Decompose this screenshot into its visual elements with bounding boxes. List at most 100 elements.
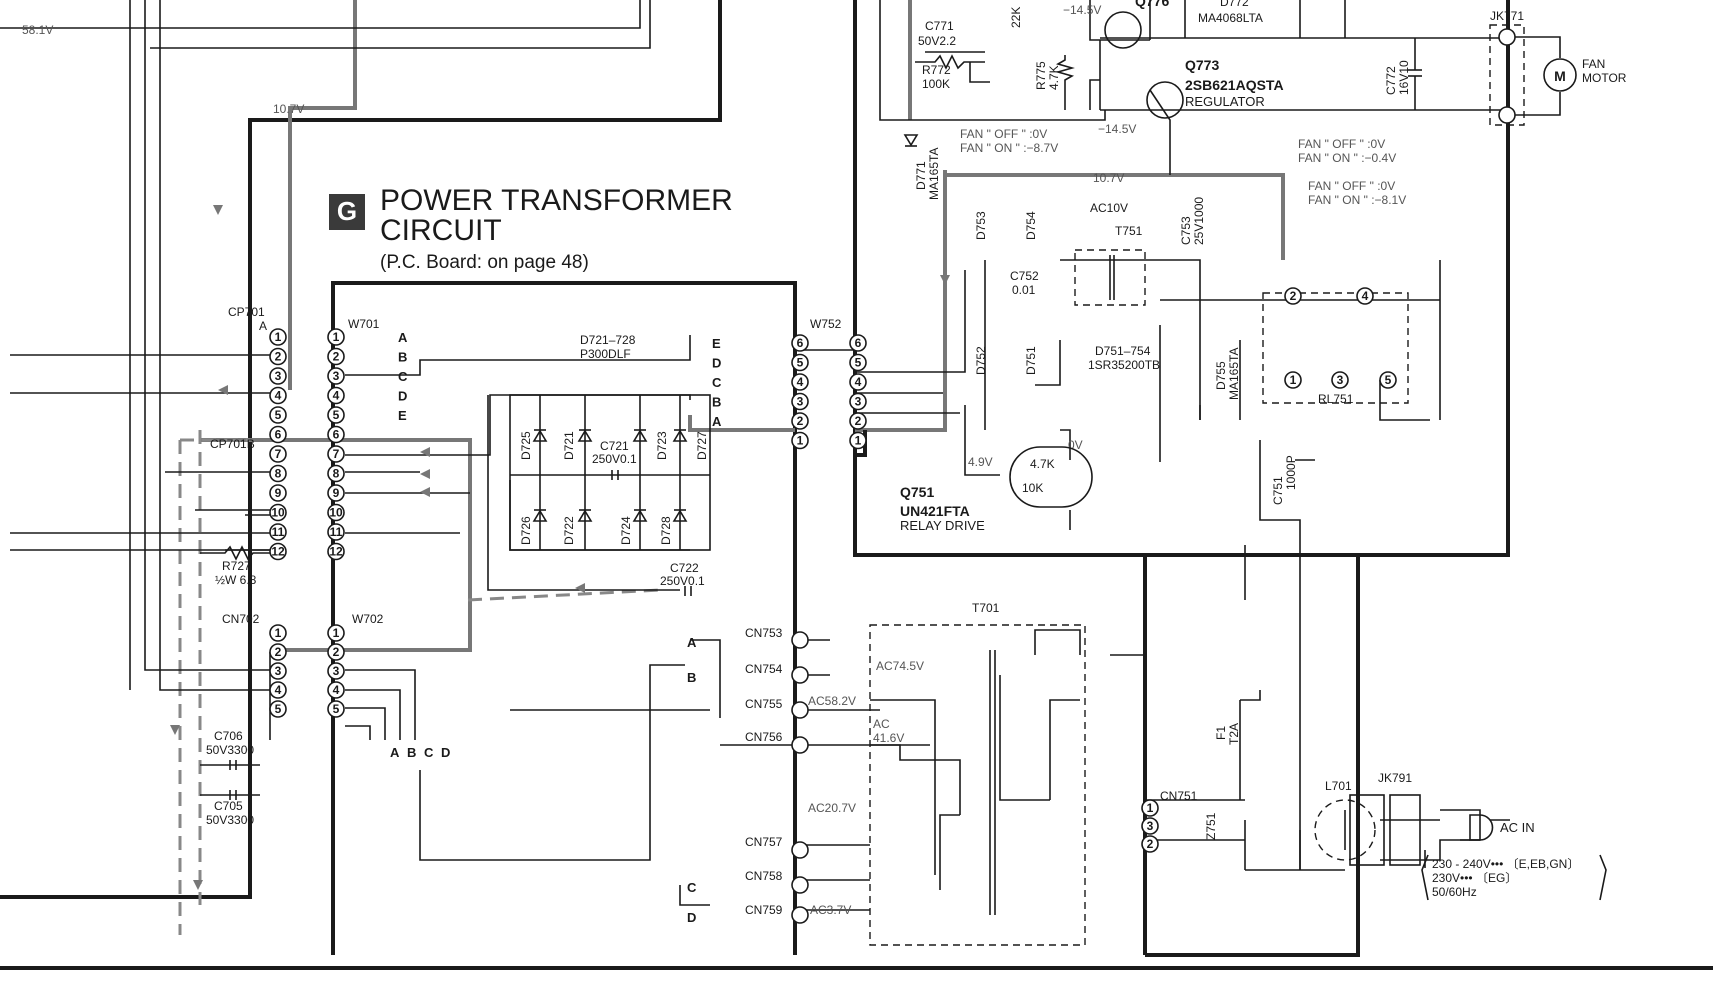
q776-transistor <box>1104 11 1142 49</box>
cp701a-pin-10-circle <box>269 503 287 522</box>
bridge-diode-6 <box>577 509 593 522</box>
rl751-pin-1-circle <box>1284 371 1302 389</box>
w701-pin-1-number: 1 <box>333 330 340 344</box>
w701-pin-11-circle <box>327 523 345 541</box>
c722-label: C722 <box>670 561 699 575</box>
d721728-label: D721–728 <box>580 333 636 347</box>
w701-pin-6-circle <box>327 425 345 444</box>
title-block: G POWER TRANSFORMER CIRCUIT (P.C. Board:… <box>329 184 733 273</box>
c721-label: C721 <box>600 439 629 453</box>
w701-pin-10-circle <box>327 503 345 522</box>
w752-tag-A: A <box>712 414 722 429</box>
rl751-pin-2-number: 2 <box>1290 289 1297 303</box>
d755-value: MA165TA <box>1227 348 1241 400</box>
cn757-pin <box>791 841 809 859</box>
d721728-value: P300DLF <box>580 347 631 361</box>
cp701a-pin-4-circle <box>269 386 287 405</box>
fan-motor-symbol: M <box>1554 68 1566 84</box>
rl751-pin-5-circle <box>1379 371 1397 389</box>
cp701a-pin-12-number: 12 <box>271 545 285 559</box>
d772-value: MA4068LTA <box>1198 11 1263 25</box>
z751-label: Z751 <box>1204 812 1218 840</box>
flow-arrows <box>170 205 950 890</box>
cn755-label: CN755 <box>745 697 783 711</box>
w701-pin-9-circle <box>327 484 345 502</box>
w702-pin-2-number: 2 <box>333 645 340 659</box>
w701-pin-2-circle <box>327 347 345 366</box>
c721-value: 250V0.1 <box>592 452 637 466</box>
w701-pin-4-circle <box>327 386 345 405</box>
d771-diode <box>903 134 919 147</box>
w701-pin-10-number: 10 <box>329 506 343 520</box>
w752-tag-D: D <box>712 356 721 371</box>
mains-section: CN751 F1 T2A Z751 L701 JK791 AC IN 230 -… <box>1160 723 1607 901</box>
w752-right-pin-5-circle <box>849 353 867 372</box>
cp701a-pin-4-number: 4 <box>275 389 282 403</box>
cp701a-pin-7-number: 7 <box>275 447 282 461</box>
cn751-pin-3-circle <box>1141 817 1159 835</box>
f1-value: T2A <box>1227 723 1241 745</box>
q751-value: UN421FTA <box>900 503 970 519</box>
ac-plug-icon <box>1469 814 1494 841</box>
w752-right-pin-6-number: 6 <box>855 336 862 350</box>
w752-tag-E: E <box>712 336 721 351</box>
cn759-label: CN759 <box>745 903 783 917</box>
w752-left-pin-3-circle <box>791 392 809 411</box>
t701-transformer <box>869 624 1086 946</box>
cn756-label: CN756 <box>745 730 783 744</box>
cn702-pin-2-number: 2 <box>275 645 282 659</box>
voltage-107v-b: 10.7V <box>1093 171 1124 185</box>
cn702-label: CN702 <box>222 612 260 626</box>
cn702-pin-1-circle <box>269 624 287 642</box>
w752-right-pin-3-number: 3 <box>855 395 862 409</box>
w702-pin-5-circle <box>327 700 345 718</box>
w752-right-pin-6-circle <box>849 334 867 352</box>
ac-inlet <box>1389 794 1421 866</box>
r727-value: ½W 6.8 <box>215 573 257 587</box>
rl751-pin-4-circle <box>1356 287 1374 305</box>
w701-pin-7-circle <box>327 445 345 463</box>
cp701a-pin-6-number: 6 <box>275 428 282 442</box>
cp701a-pin-10-number: 10 <box>271 506 285 520</box>
c752-label: C752 <box>1010 269 1039 283</box>
cp701a-pin-9-number: 9 <box>275 486 282 500</box>
cn756-pin <box>791 736 809 754</box>
w701-pin-2-number: 2 <box>333 350 340 364</box>
c772-value: 16V10 <box>1397 60 1411 95</box>
voltage-58v: 58.1V <box>22 23 53 37</box>
c751-value: 1000P <box>1284 455 1298 490</box>
w701-pin-1-circle <box>327 328 345 346</box>
rl751-pin-5-number: 5 <box>1385 373 1392 387</box>
rl751-pin-3-circle <box>1331 371 1349 389</box>
d721-label: D721 <box>562 431 576 460</box>
cn753-pin <box>791 631 809 649</box>
r727-label: R727 <box>222 559 251 573</box>
c753-value: 25V1000 <box>1192 197 1206 245</box>
w752-right-pin-2-number: 2 <box>855 414 862 428</box>
w752-left-pin-1-number: 1 <box>797 434 804 448</box>
w702-pin-1-circle <box>327 624 345 642</box>
d751754-value: 1SR35200TB <box>1088 358 1160 372</box>
t751-transformer <box>1074 249 1146 306</box>
cn751-pin-1-circle <box>1141 799 1159 817</box>
cn-connector-pins <box>791 631 809 924</box>
w752-tag-B: B <box>712 395 721 410</box>
w752-left-pin-4-circle <box>791 373 809 391</box>
q773-value: 2SB621AQSTA <box>1185 77 1284 93</box>
r775-value: 4.7K <box>1047 65 1061 90</box>
w752-right-pin-4-number: 4 <box>855 375 862 389</box>
d728-label: D728 <box>659 516 673 545</box>
w701-label: W701 <box>348 317 380 331</box>
cp701a-pin-6-circle <box>269 425 287 444</box>
q773-transistor <box>1146 81 1184 119</box>
d752-label: D752 <box>974 346 988 375</box>
cp701a-pin-7-circle <box>269 445 287 463</box>
w752-left-pin-6-number: 6 <box>797 336 804 350</box>
d755-label: D755 <box>1214 361 1228 390</box>
